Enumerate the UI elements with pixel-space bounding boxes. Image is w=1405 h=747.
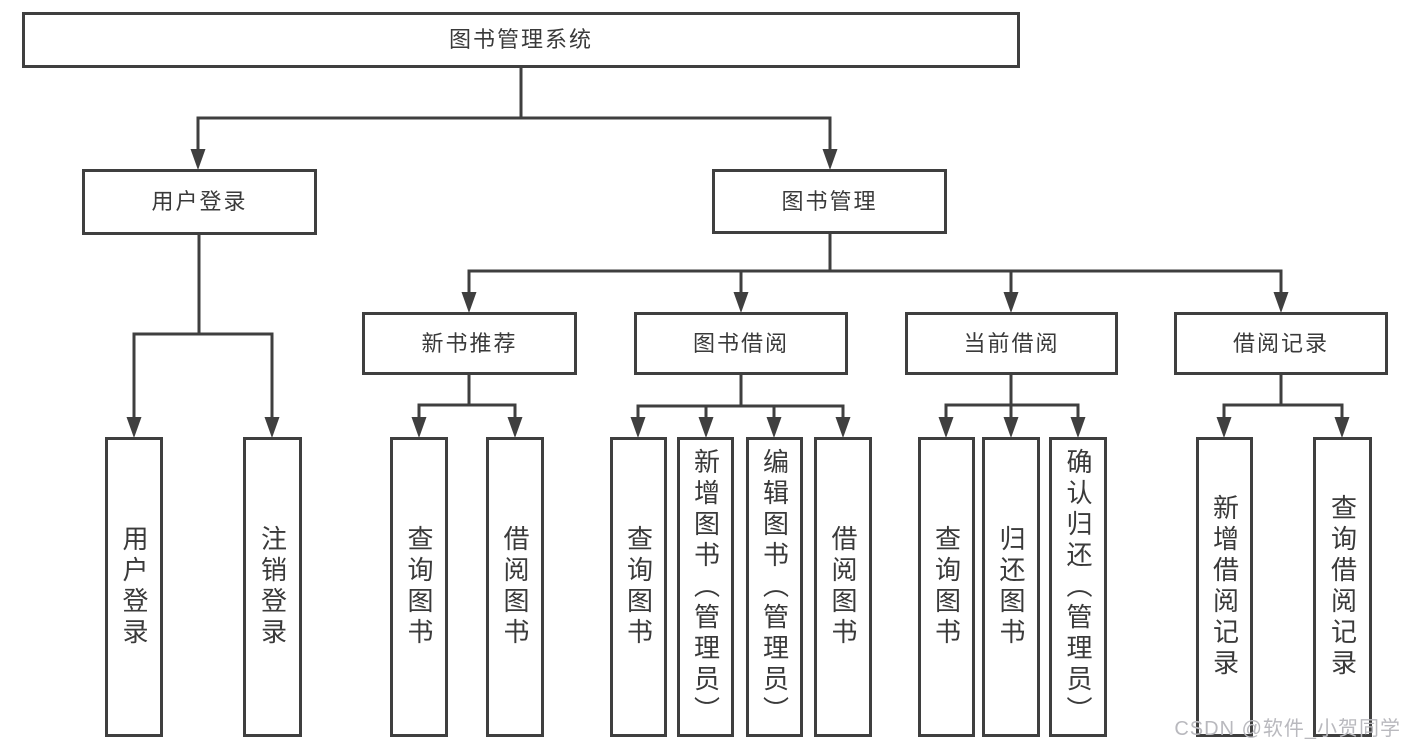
leaf-return-book: 归还图书 [982, 437, 1040, 737]
leaf-query-books-borrowing: 查询图书 [610, 437, 667, 737]
leaf-label: 注销登录 [257, 525, 288, 649]
node-book-borrowing: 图书借阅 [634, 312, 848, 375]
leaf-label: 编辑图书（管理员） [759, 447, 790, 727]
leaf-edit-book-admin: 编辑图书（管理员） [746, 437, 803, 737]
node-current-borrowing: 当前借阅 [905, 312, 1118, 375]
leaf-query-books-current: 查询图书 [918, 437, 975, 737]
node-label: 图书管理系统 [448, 27, 593, 52]
node-label: 新书推荐 [421, 330, 518, 356]
node-label: 图书借阅 [692, 330, 789, 356]
node-label: 借阅记录 [1232, 330, 1329, 356]
leaf-confirm-return-admin: 确认归还（管理员） [1049, 437, 1107, 737]
leaf-label: 用户登录 [119, 525, 149, 649]
leaf-label: 借阅图书 [828, 525, 858, 649]
leaf-label: 借阅图书 [500, 525, 530, 649]
node-label: 用户登录 [151, 189, 248, 214]
leaf-borrow-books: 借阅图书 [814, 437, 872, 737]
node-label: 图书管理 [781, 188, 878, 214]
node-borrow-records: 借阅记录 [1174, 312, 1388, 375]
node-book-management: 图书管理 [712, 169, 947, 234]
leaf-add-borrow-record: 新增借阅记录 [1196, 437, 1253, 737]
leaf-label: 新增借阅记录 [1209, 494, 1240, 680]
leaf-query-books-recommend: 查询图书 [390, 437, 448, 737]
leaf-label: 查询图书 [404, 525, 434, 649]
leaf-label: 查询图书 [931, 525, 962, 649]
leaf-user-login: 用户登录 [105, 437, 163, 737]
leaf-label: 查询借阅记录 [1327, 494, 1358, 680]
leaf-label: 归还图书 [996, 525, 1026, 649]
node-library-management-system: 图书管理系统 [22, 12, 1020, 68]
csdn-watermark: CSDN @软件_小贺同学 [1174, 718, 1401, 740]
leaf-label: 确认归还（管理员） [1063, 447, 1093, 727]
leaf-add-book-admin: 新增图书（管理员） [677, 437, 734, 737]
node-user-login: 用户登录 [82, 169, 317, 235]
node-new-book-recommend: 新书推荐 [362, 312, 577, 375]
leaf-borrow-books-recommend: 借阅图书 [486, 437, 544, 737]
leaf-label: 新增图书（管理员） [690, 447, 721, 727]
leaf-logout: 注销登录 [243, 437, 302, 737]
leaf-label: 查询图书 [623, 525, 654, 649]
leaf-query-borrow-record: 查询借阅记录 [1313, 437, 1372, 737]
node-label: 当前借阅 [963, 330, 1060, 356]
